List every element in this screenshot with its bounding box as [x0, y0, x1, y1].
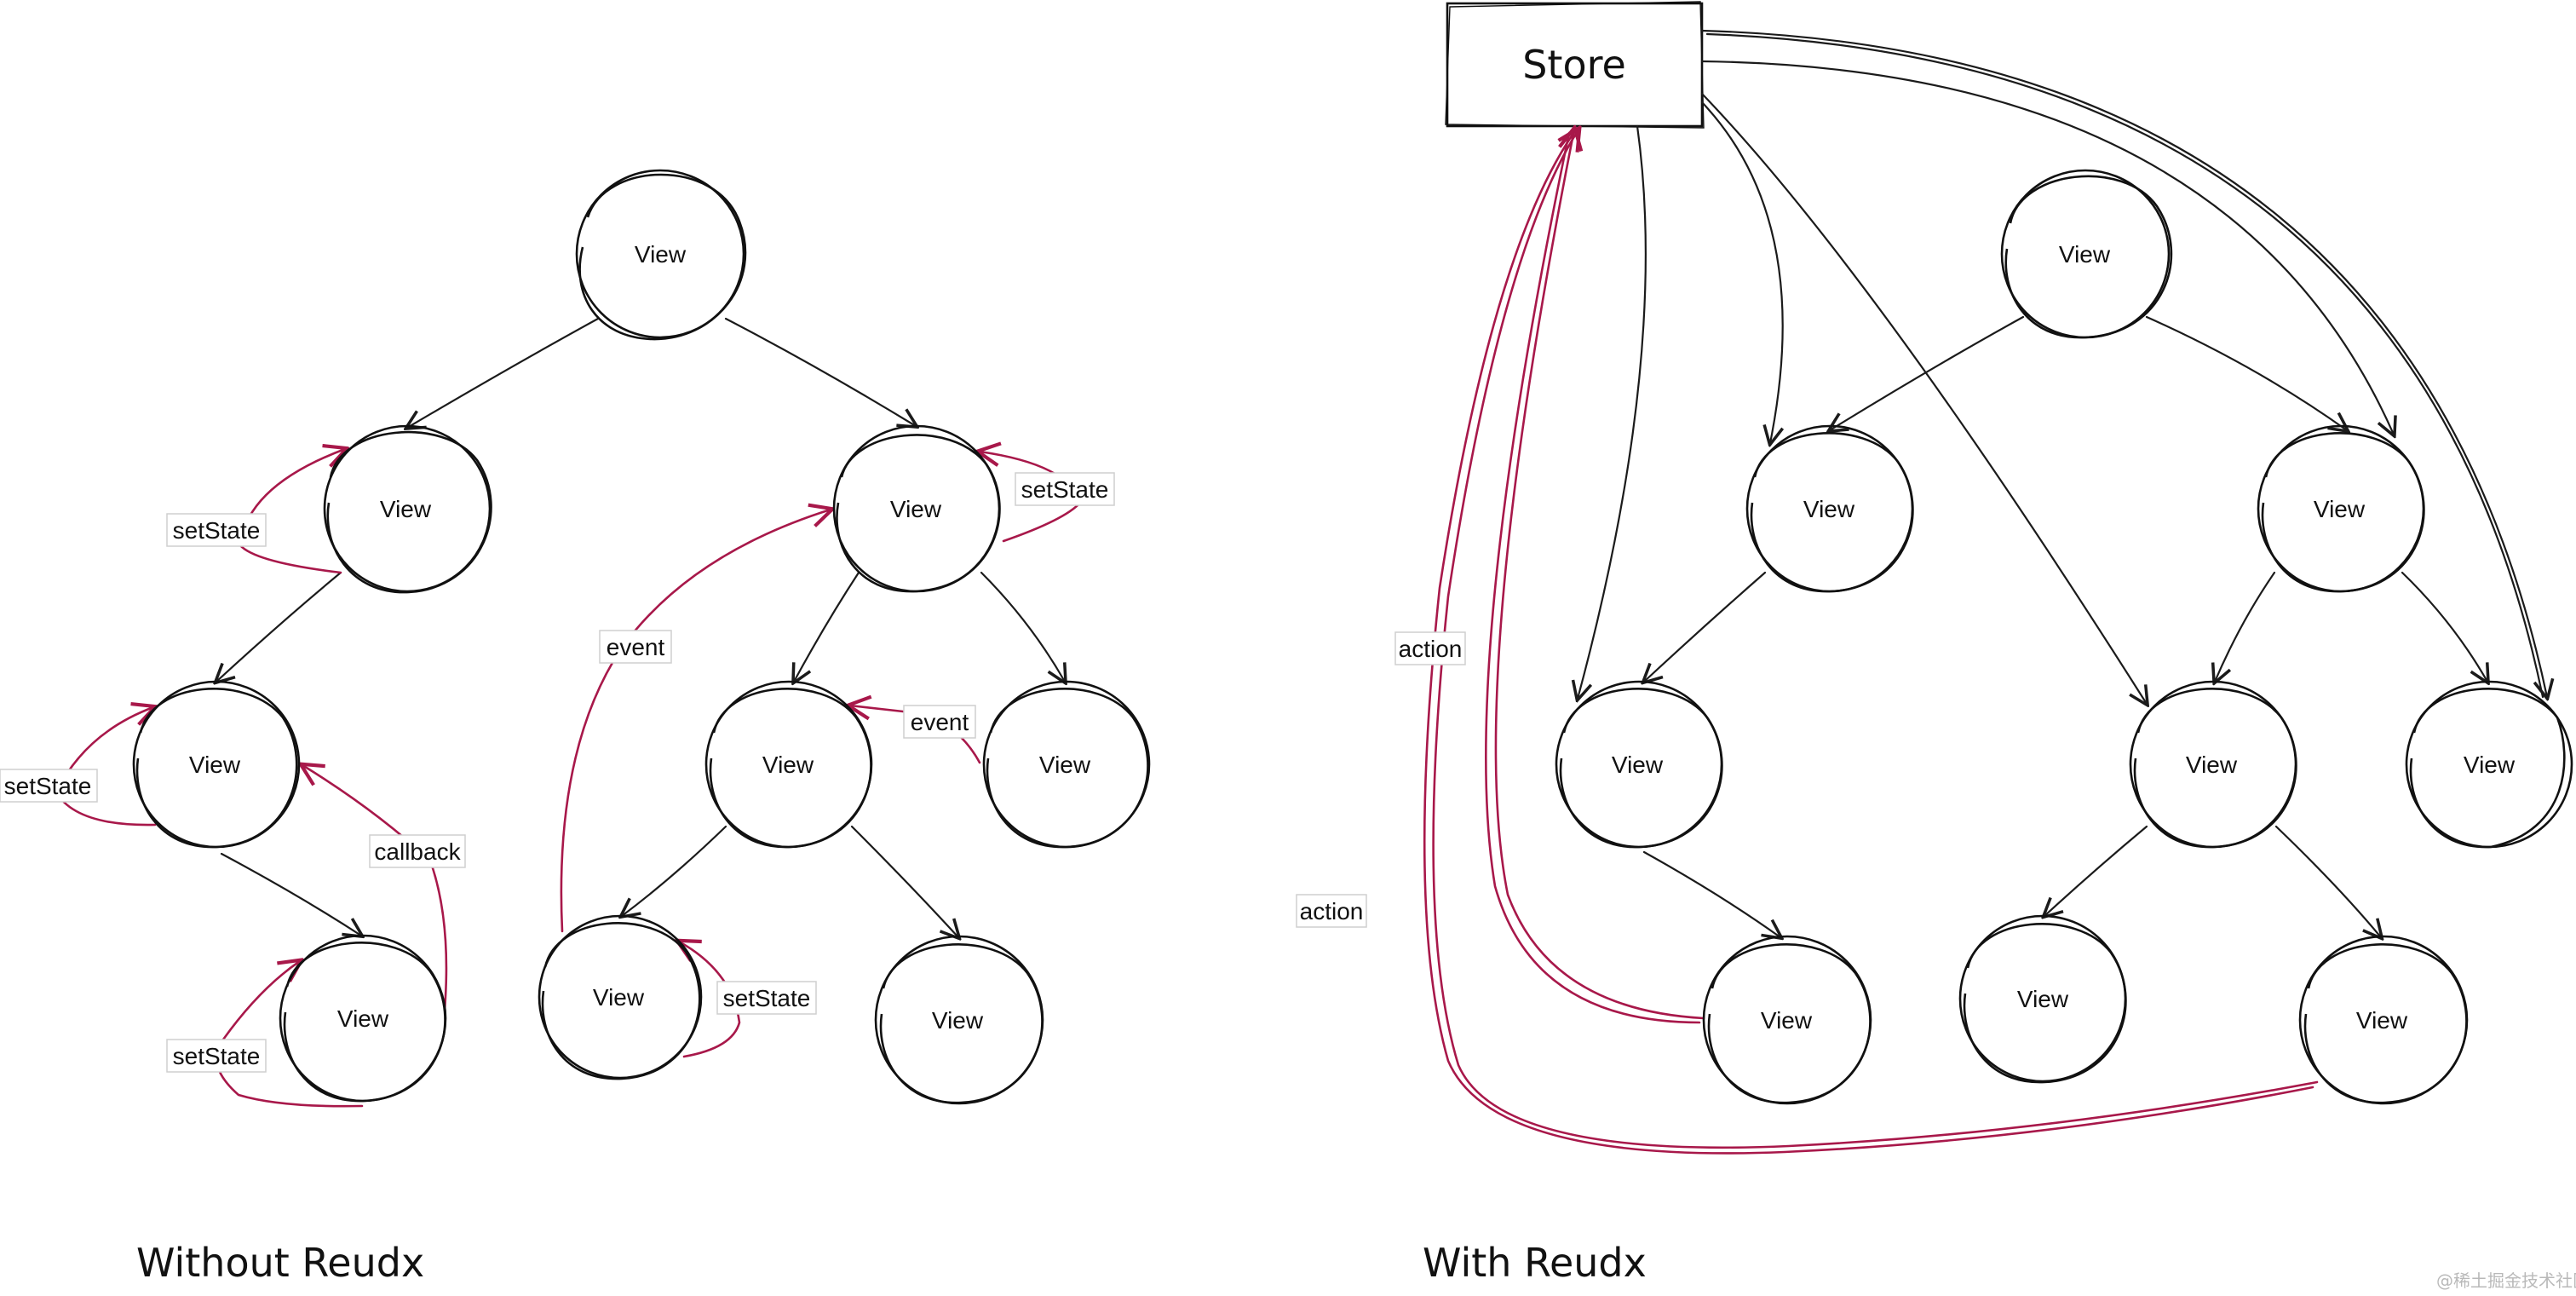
- callback-arrow-l7-l4: [302, 765, 448, 1011]
- svg-text:setState: setState: [1021, 476, 1109, 503]
- svg-text:callback: callback: [374, 838, 461, 865]
- view-label: View: [593, 984, 645, 1011]
- view-label: View: [2017, 986, 2069, 1012]
- right-tree-edges: [1642, 315, 2487, 937]
- view-node-r3: View: [2257, 424, 2425, 593]
- svg-text:setState: setState: [173, 517, 261, 544]
- edge-label-setstate: setState: [166, 1039, 267, 1073]
- view-label: View: [890, 496, 942, 522]
- edge-l1-l2: [407, 317, 600, 428]
- action-arrow-r7-store: [1494, 130, 1705, 1020]
- svg-text:event: event: [607, 634, 665, 660]
- store-label: Store: [1522, 42, 1626, 88]
- store-edge-r3: [1700, 60, 2394, 435]
- store-edges: [1578, 29, 2547, 704]
- edge-l2-l4: [216, 571, 342, 682]
- view-node-l5: View: [704, 680, 873, 849]
- store-edge-r6: [1700, 29, 2547, 697]
- view-node-r2: View: [1745, 424, 1914, 593]
- store-edge-r4: [1578, 124, 1647, 699]
- edge-label-action: action: [1394, 631, 1466, 665]
- view-label: View: [1039, 752, 1091, 778]
- caption-right: With Reudx: [1423, 1240, 1647, 1286]
- view-label: View: [2059, 241, 2111, 268]
- watermark: @稀土掘金技术社区: [2436, 1270, 2576, 1291]
- view-node-r5: View: [2129, 680, 2297, 849]
- view-node-r6: View: [2405, 680, 2573, 849]
- view-node-r9: View: [2298, 935, 2469, 1105]
- edge-l1-l3: [724, 317, 916, 426]
- left-tree-edges: [216, 317, 1065, 937]
- event-arrow-l8-l3: [560, 510, 831, 933]
- view-node-l8: View: [538, 914, 703, 1080]
- view-node-l1: View: [575, 169, 747, 341]
- edge-r4-r7: [1642, 850, 1780, 937]
- svg-text:action: action: [1399, 636, 1463, 662]
- edge-l4-l7: [220, 852, 361, 936]
- view-node-l2: View: [323, 424, 492, 594]
- edge-r1-r3: [2145, 315, 2347, 430]
- caption-left: Without Reudx: [136, 1240, 424, 1286]
- view-label: View: [1612, 752, 1664, 778]
- edge-r5-r9: [2274, 825, 2381, 937]
- view-label: View: [2314, 496, 2366, 522]
- view-label: View: [2356, 1007, 2408, 1034]
- view-node-l6: View: [982, 680, 1151, 849]
- view-label: View: [1803, 496, 1855, 522]
- edge-r5-r8: [2044, 825, 2148, 916]
- edge-r1-r2: [1830, 315, 2025, 430]
- edge-label-event: event: [599, 630, 672, 664]
- edge-r3-r6: [2401, 571, 2487, 682]
- edge-label-event: event: [903, 705, 976, 739]
- view-node-l3: View: [832, 424, 1001, 593]
- view-node-l7: View: [279, 934, 447, 1103]
- edge-r2-r4: [1644, 571, 1767, 682]
- setstate-arrow-l2: [239, 449, 345, 574]
- svg-text:action: action: [1300, 898, 1364, 924]
- action-arrows: [1423, 130, 2319, 1155]
- edge-l5-l8: [622, 825, 727, 916]
- view-node-r7: View: [1702, 935, 1872, 1105]
- edge-l3-l5: [794, 571, 860, 682]
- store-box: Store: [1445, 1, 1705, 129]
- view-label: View: [337, 1005, 389, 1032]
- view-label: View: [635, 241, 687, 268]
- view-node-l4: View: [132, 680, 301, 849]
- setstate-arrow-l4: [55, 707, 155, 827]
- edge-label-action: action: [1296, 894, 1367, 928]
- view-label: View: [762, 752, 814, 778]
- edge-l3-l6: [980, 571, 1065, 682]
- view-node-r1: View: [2000, 169, 2173, 339]
- setstate-arrow-l8: [679, 942, 741, 1058]
- view-node-r8: View: [1958, 914, 2127, 1084]
- view-label: View: [1761, 1007, 1813, 1034]
- view-label: View: [2464, 752, 2516, 778]
- view-label: View: [380, 496, 432, 522]
- svg-text:event: event: [911, 709, 969, 735]
- view-node-l9: View: [874, 935, 1044, 1105]
- view-label: View: [189, 752, 241, 778]
- edge-r3-r5: [2215, 571, 2276, 682]
- view-label: View: [932, 1007, 984, 1034]
- edge-label-setstate: setState: [716, 981, 817, 1015]
- edge-label-setstate: setState: [1015, 472, 1115, 506]
- edge-label-callback: callback: [369, 834, 466, 868]
- right-diagram: Store: [1296, 1, 2573, 1286]
- svg-text:setState: setState: [4, 773, 92, 799]
- store-edge-r5: [1700, 92, 2147, 704]
- store-edge-r2: [1700, 101, 1783, 443]
- view-node-r4: View: [1555, 680, 1723, 849]
- svg-text:setState: setState: [723, 985, 811, 1011]
- edge-l5-l9: [850, 825, 958, 937]
- left-diagram: View View View View View View: [0, 169, 1151, 1286]
- view-label: View: [2186, 752, 2238, 778]
- svg-text:setState: setState: [173, 1043, 261, 1069]
- edge-label-setstate: setState: [166, 513, 267, 547]
- edge-label-setstate: setState: [0, 769, 98, 803]
- action-arrow-r9-store: [1432, 130, 2319, 1149]
